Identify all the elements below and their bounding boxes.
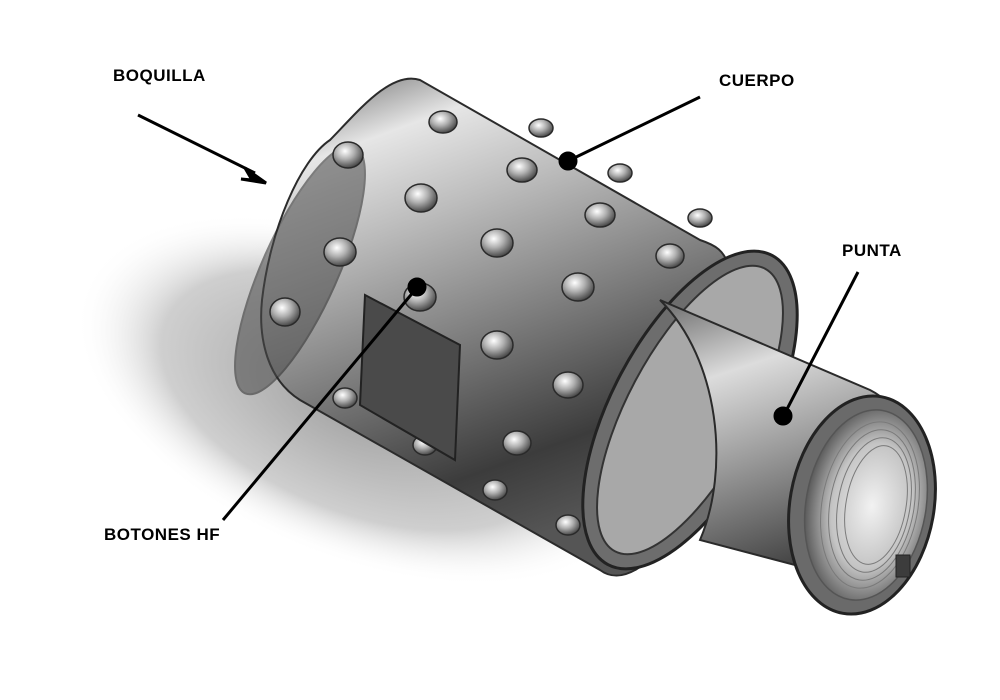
label-cuerpo: CUERPO	[719, 71, 795, 90]
label-punta: PUNTA	[842, 241, 902, 260]
hf-buttons	[269, 110, 713, 536]
leader-lines	[137, 95, 860, 521]
label-botones-hf: BOTONES HF	[104, 525, 221, 544]
pin-tip	[659, 299, 937, 616]
label-boquilla: BOQUILLA	[113, 66, 206, 85]
body-pad	[358, 293, 462, 462]
